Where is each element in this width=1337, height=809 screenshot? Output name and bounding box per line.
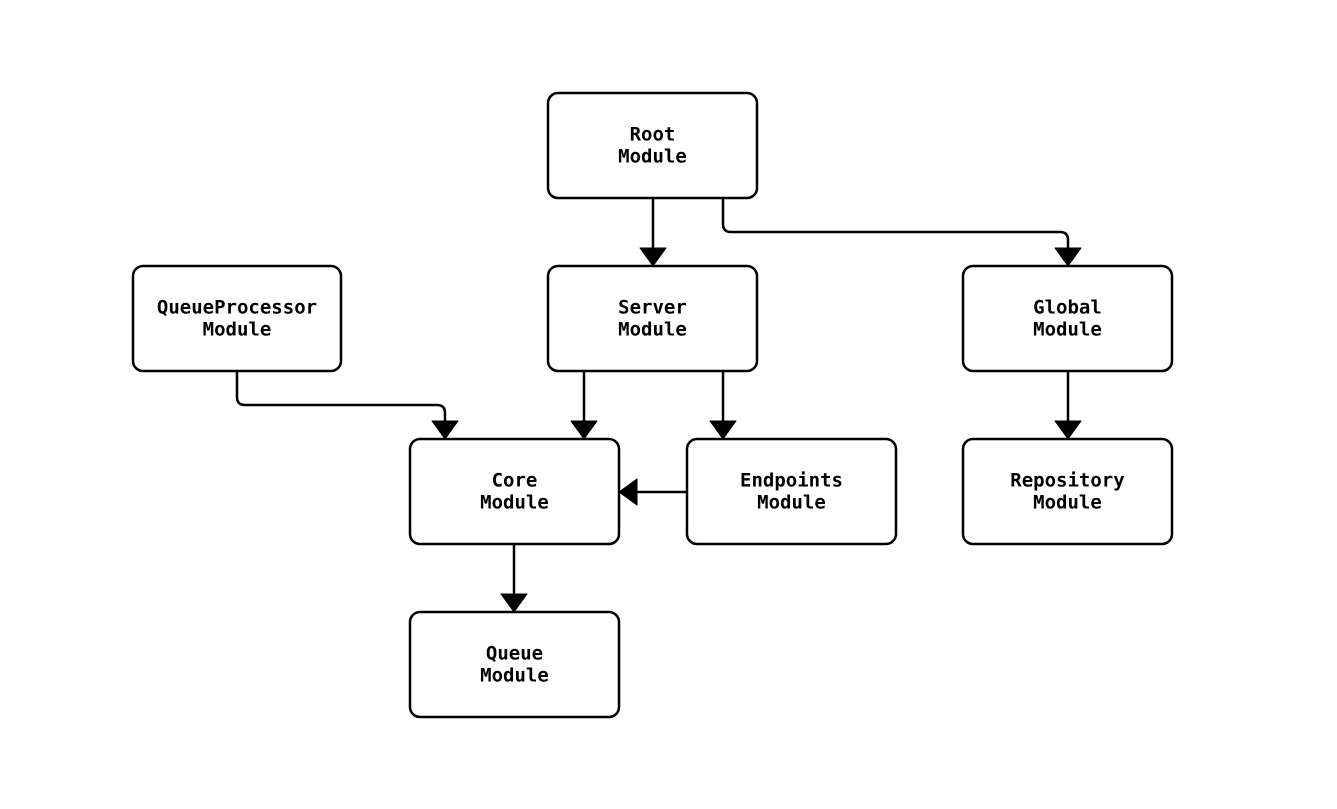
node-server-module-label-line1: Server (618, 297, 687, 319)
arrowhead-root-to-global (1054, 247, 1082, 267)
node-global-module-label-line2: Module (1033, 319, 1102, 341)
node-core-module: Core Module (408, 437, 621, 546)
arrowhead-core-to-queue (500, 593, 528, 613)
node-repository-module: Repository Module (961, 437, 1174, 546)
arrowhead-queueprocessor-to-core (431, 420, 459, 440)
node-root-module: Root Module (546, 91, 759, 200)
node-endpoints-module: Endpoints Module (685, 437, 898, 546)
edge-queueprocessor-to-core (235, 371, 447, 422)
node-global-module-box (961, 264, 1174, 373)
node-repository-module-box (961, 437, 1174, 546)
arrowhead-root-to-server (639, 247, 667, 267)
node-queueprocessor-module: QueueProcessor Module (131, 264, 343, 373)
node-queue-module-label-line2: Module (480, 665, 549, 687)
arrowhead-server-to-endpoints (709, 420, 737, 440)
node-queue-module: Queue Module (408, 610, 621, 719)
node-queueprocessor-module-box (131, 264, 343, 373)
nodes-layer: Root Module QueueProcessor Module Server… (131, 91, 1174, 719)
node-global-module: Global Module (961, 264, 1174, 373)
edges-layer (235, 198, 1082, 613)
node-queueprocessor-module-label-line2: Module (203, 319, 272, 341)
node-endpoints-module-label-line2: Module (757, 492, 826, 514)
node-root-module-box (546, 91, 759, 200)
node-server-module-box (546, 264, 759, 373)
node-queue-module-box (408, 610, 621, 719)
node-root-module-label-line2: Module (618, 146, 687, 168)
node-queue-module-label-line1: Queue (486, 643, 543, 665)
arrowhead-endpoints-to-core (618, 478, 638, 506)
node-endpoints-module-label-line1: Endpoints (740, 470, 843, 492)
node-server-module: Server Module (546, 264, 759, 373)
node-root-module-label-line1: Root (630, 124, 676, 146)
node-core-module-box (408, 437, 621, 546)
node-core-module-label-line1: Core (492, 470, 538, 492)
node-core-module-label-line2: Module (480, 492, 549, 514)
node-endpoints-module-box (685, 437, 898, 546)
arrowhead-global-to-repository (1054, 420, 1082, 440)
node-global-module-label-line1: Global (1033, 297, 1102, 319)
edge-root-to-global (721, 198, 1070, 249)
arrowhead-server-to-core (570, 420, 598, 440)
node-repository-module-label-line2: Module (1033, 492, 1102, 514)
node-repository-module-label-line1: Repository (1010, 470, 1124, 492)
node-server-module-label-line2: Module (618, 319, 687, 341)
node-queueprocessor-module-label-line1: QueueProcessor (157, 297, 317, 319)
